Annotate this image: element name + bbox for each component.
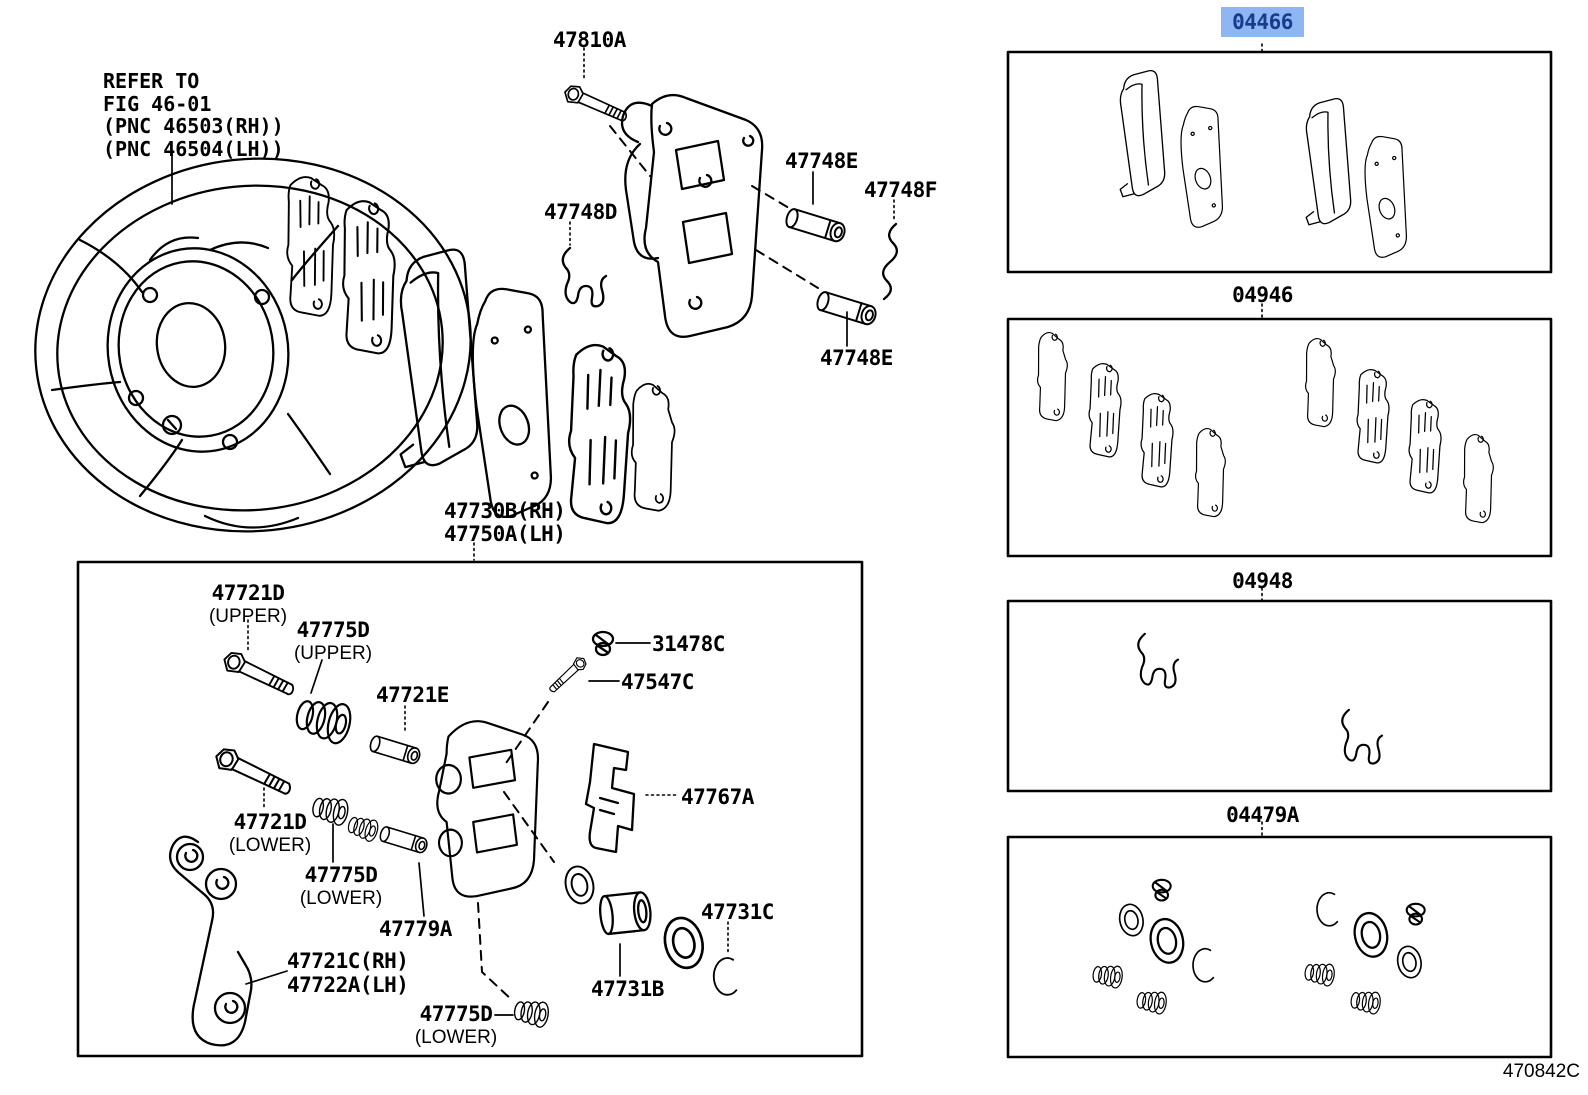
detail-boxes (76, 50, 1553, 1059)
part-label-47721e[interactable]: 47721E (376, 683, 449, 707)
kit-box-04948 (1006, 599, 1553, 793)
part-label-47547c[interactable]: 47547C (621, 670, 694, 694)
part-label-47748e-upper[interactable]: 47748E (785, 149, 858, 173)
leader-lines (171, 149, 848, 1016)
dashed-assembly-lines (477, 125, 819, 1001)
part-code-04948[interactable]: 04948 (1232, 569, 1293, 593)
part-label-47748e-lower[interactable]: 47748E (820, 346, 893, 370)
part-label-47750a: 47750A(LH) (444, 522, 566, 546)
slide-pin-drawings (783, 206, 879, 327)
cylinder-kit-drawings (1091, 878, 1426, 1016)
part-label-47779a[interactable]: 47779A (379, 917, 452, 941)
part-number: 47775D (304, 863, 378, 887)
part-number: 47721D (211, 581, 285, 605)
parking-brake-bracket-drawing (168, 835, 253, 1047)
caliper-detail-box (76, 560, 864, 1058)
pad-clip-drawings (561, 222, 898, 308)
kit-label-04946: 04946 (990, 283, 1535, 307)
kit-label-04466: 04466 (990, 7, 1535, 37)
caliper-detail-drawings (168, 630, 738, 1047)
part-label-47731c[interactable]: 47731C (701, 900, 774, 924)
part-label-47748f[interactable]: 47748F (864, 178, 937, 202)
shim-kit-drawings (1033, 330, 1498, 525)
fitting-kit-drawings (1137, 632, 1384, 765)
pad-kit-drawings (1113, 69, 1412, 259)
part-label-47775d-mid[interactable]: 47775D (LOWER) (295, 864, 387, 910)
part-position-note: (LOWER) (299, 888, 383, 909)
backing-plate-drawing (34, 157, 472, 533)
caliper-bolt-drawing (560, 82, 632, 123)
part-label-47731b[interactable]: 47731B (591, 977, 664, 1001)
refer-note-line: (PNC 46503(RH)) (103, 114, 284, 138)
part-number: 47775D (296, 618, 370, 642)
highlighted-part-code-04466[interactable]: 04466 (1221, 7, 1304, 37)
part-label-47775d-upper[interactable]: 47775D (UPPER) (288, 619, 378, 665)
kit-box-04946 (1006, 317, 1553, 558)
part-label-31478c[interactable]: 31478C (652, 632, 725, 656)
kit-label-04948: 04948 (990, 569, 1535, 593)
refer-note-line: (PNC 46504(LH)) (103, 136, 284, 161)
part-label-47810a[interactable]: 47810A (553, 28, 626, 52)
part-label-47721c: 47721C(RH) (287, 949, 409, 973)
part-label-47721d-upper[interactable]: 47721D (UPPER) (200, 582, 296, 628)
part-label-47767a[interactable]: 47767A (681, 785, 754, 809)
refer-note-line: FIG 46-01 (103, 91, 212, 116)
dotted-leader-lines (247, 43, 1263, 954)
kit-label-04479a: 04479A (990, 803, 1535, 827)
part-label-47748d[interactable]: 47748D (544, 200, 617, 224)
part-position-note: (UPPER) (208, 606, 288, 627)
figure-code: 470842C (1502, 1061, 1580, 1082)
part-number: 47775D (419, 1002, 493, 1026)
refer-note: REFER TO FIG 46-01 (PNC 46503(RH)) (PNC … (103, 70, 284, 160)
part-label-47775d-bottom[interactable]: 47775D (LOWER) (408, 1003, 504, 1049)
part-label-47730b-47750a[interactable]: 47730B(RH) 47750A(LH) (444, 499, 566, 546)
caliper-bracket-drawing (620, 93, 764, 338)
part-position-note: (LOWER) (414, 1027, 498, 1048)
part-label-47730b: 47730B(RH) (444, 499, 566, 523)
part-label-47721c-47722a[interactable]: 47721C(RH) 47722A(LH) (287, 949, 409, 997)
part-position-note: (UPPER) (293, 643, 373, 664)
refer-note-line: REFER TO (103, 69, 200, 93)
part-code-04946[interactable]: 04946 (1232, 283, 1293, 307)
part-label-47722a: 47722A(LH) (287, 973, 409, 997)
part-number: 47721D (233, 810, 307, 834)
part-code-04479a[interactable]: 04479A (1226, 803, 1299, 827)
part-label-47721d-lower[interactable]: 47721D (LOWER) (222, 811, 318, 857)
kit-box-04466 (1006, 50, 1553, 274)
kit-box-04479a (1006, 835, 1553, 1059)
part-position-note: (LOWER) (228, 835, 312, 856)
